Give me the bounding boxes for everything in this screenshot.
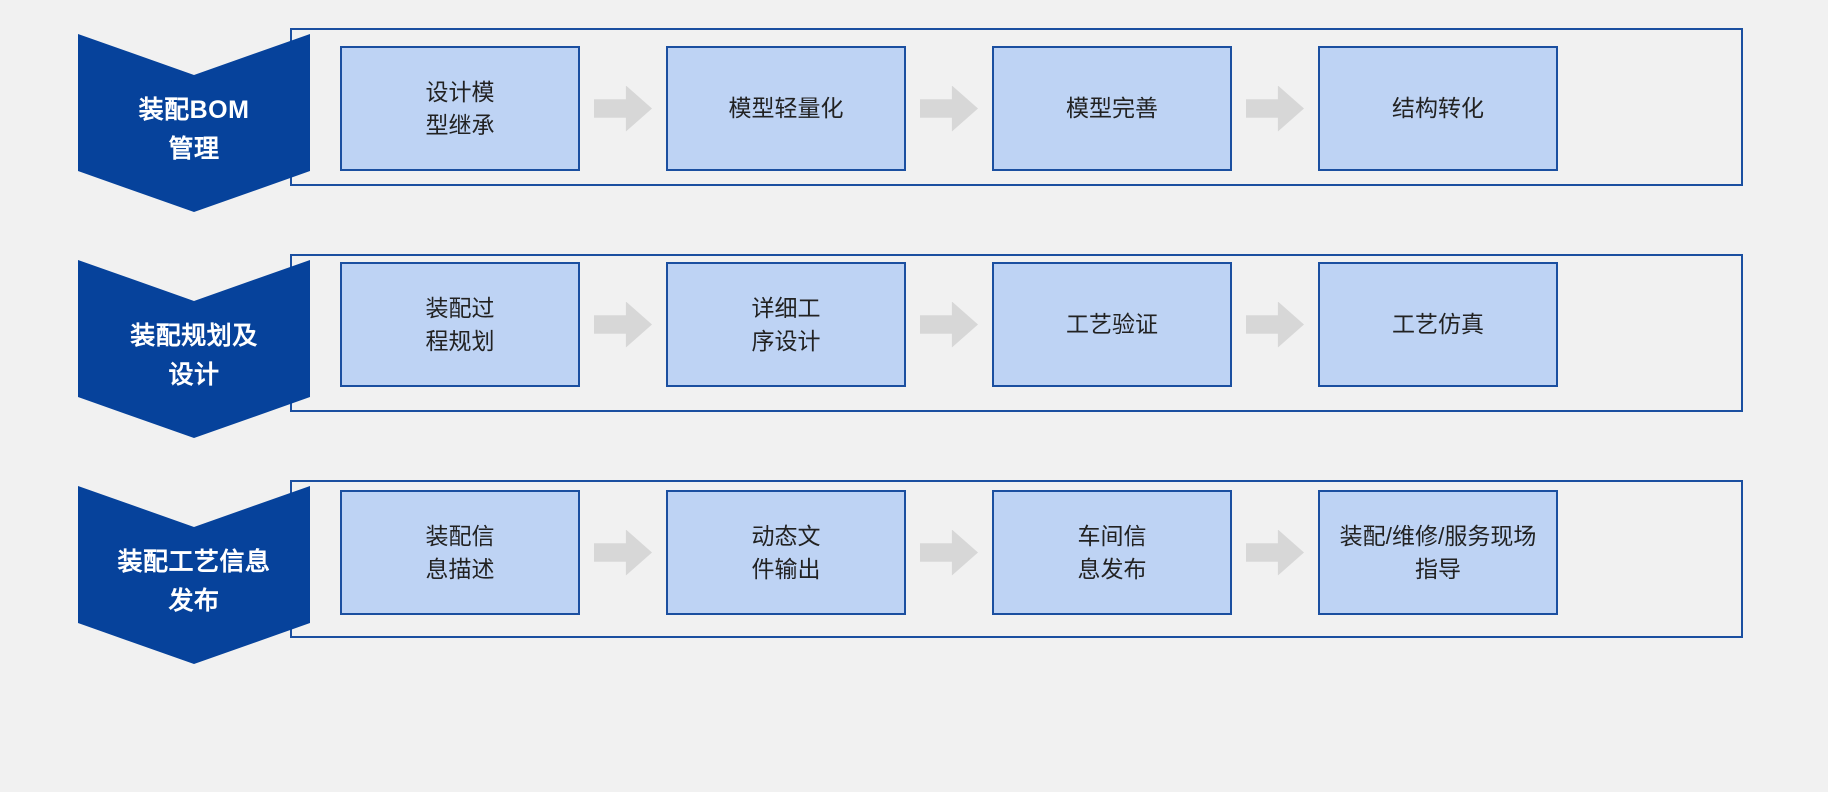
step-box[interactable]: 结构转化 (1318, 46, 1558, 171)
right-arrow-icon (1246, 529, 1304, 576)
right-arrow-icon (594, 529, 652, 576)
right-arrow-icon (1246, 301, 1304, 348)
right-arrow-icon (594, 85, 652, 132)
stage-banner-label: 装配工艺信息 发布 (117, 548, 271, 615)
step-box[interactable]: 装配信 息描述 (340, 490, 580, 615)
step-box[interactable]: 装配过 程规划 (340, 262, 580, 387)
step-box[interactable]: 工艺仿真 (1318, 262, 1558, 387)
stage-banner[interactable]: 装配工艺信息 发布 (78, 486, 310, 664)
step-list: 设计模 型继承 模型轻量化 模型完善 结构转化 (340, 46, 1558, 171)
step-box[interactable]: 模型轻量化 (666, 46, 906, 171)
step-box[interactable]: 工艺验证 (992, 262, 1232, 387)
right-arrow-icon (920, 301, 978, 348)
step-list: 装配信 息描述 动态文 件输出 车间信 息发布 装配/维修/服务现场 指导 (340, 490, 1558, 615)
right-arrow-icon (594, 301, 652, 348)
step-list: 装配过 程规划 详细工 序设计 工艺验证 工艺仿真 (340, 262, 1558, 387)
stage-banner[interactable]: 装配规划及 设计 (78, 260, 310, 438)
step-box[interactable]: 装配/维修/服务现场 指导 (1318, 490, 1558, 615)
stage-banner-label: 装配BOM 管理 (138, 96, 250, 163)
step-box[interactable]: 设计模 型继承 (340, 46, 580, 171)
step-box[interactable]: 车间信 息发布 (992, 490, 1232, 615)
right-arrow-icon (1246, 85, 1304, 132)
step-box[interactable]: 详细工 序设计 (666, 262, 906, 387)
step-box[interactable]: 模型完善 (992, 46, 1232, 171)
step-box[interactable]: 动态文 件输出 (666, 490, 906, 615)
stage-banner[interactable]: 装配BOM 管理 (78, 34, 310, 212)
stage-banner-label: 装配规划及 设计 (130, 322, 258, 389)
right-arrow-icon (920, 529, 978, 576)
right-arrow-icon (920, 85, 978, 132)
